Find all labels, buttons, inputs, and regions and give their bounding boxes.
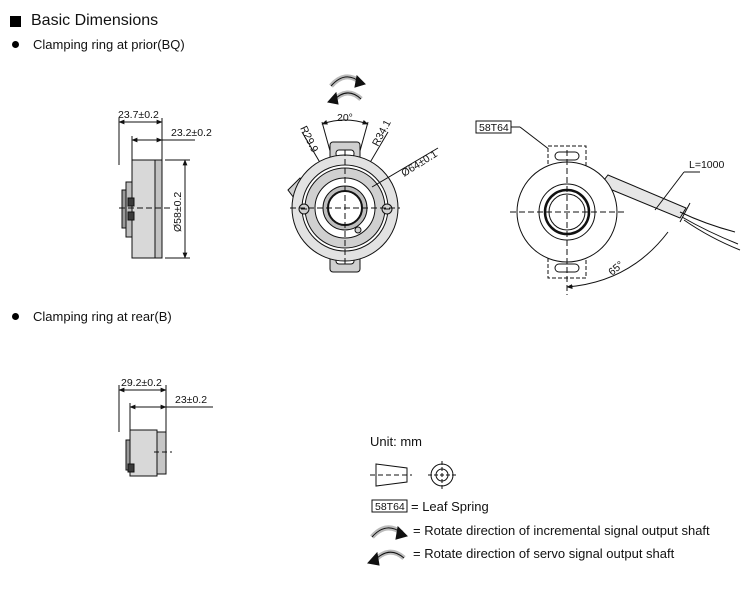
dim-front-body-length: 23.2±0.2 xyxy=(171,127,212,139)
front-side-view xyxy=(118,118,195,259)
legend-rotate-ccw-icon xyxy=(367,549,406,566)
dim-cable-angle: 65° xyxy=(606,259,626,278)
heading-square-bullet xyxy=(10,15,21,27)
legend-unit: Unit: mm xyxy=(370,434,422,449)
legend-shaft-symbol xyxy=(370,461,457,489)
section-rear-label: Clamping ring at rear(B) xyxy=(33,309,172,324)
dim-cable-length: L=1000 xyxy=(689,159,724,171)
legend-incremental-text: = Rotate direction of incremental signal… xyxy=(413,523,710,538)
legend-leaf-spring-tag: 58T64 xyxy=(375,501,405,513)
legend-tag-box xyxy=(371,499,408,513)
section-front-label: Clamping ring at prior(BQ) xyxy=(33,37,185,52)
leaf-spring-tag: 58T64 xyxy=(479,122,509,134)
heading-text: Basic Dimensions xyxy=(31,12,159,29)
back-face-view xyxy=(475,120,741,295)
rear-side-view xyxy=(118,385,213,477)
legend-servo-text: = Rotate direction of servo signal outpu… xyxy=(413,546,675,561)
bullet-dot xyxy=(12,313,19,320)
dim-radius-outer: R34.1 xyxy=(370,118,394,149)
dim-rear-overall-length: 29.2±0.2 xyxy=(121,377,162,389)
page-heading: Basic Dimensions xyxy=(10,12,158,30)
dim-front-diameter: Ø58±0.2 xyxy=(172,192,184,232)
dim-front-angle: 20° xyxy=(337,112,353,124)
dim-rear-body-length: 23±0.2 xyxy=(175,394,207,406)
dim-radius-inner: R29.9 xyxy=(297,124,320,155)
section-front-title: Clamping ring at prior(BQ) xyxy=(12,37,185,52)
legend-rotate-cw-icon xyxy=(370,525,408,540)
dim-front-overall-length: 23.7±0.2 xyxy=(118,109,159,121)
front-face-view xyxy=(287,74,439,273)
legend-leaf-spring-text: = Leaf Spring xyxy=(411,499,489,514)
dim-front-diameter-64: Ø64±0.1 xyxy=(399,148,440,180)
section-rear-title: Clamping ring at rear(B) xyxy=(12,309,172,324)
bullet-dot xyxy=(12,41,19,48)
